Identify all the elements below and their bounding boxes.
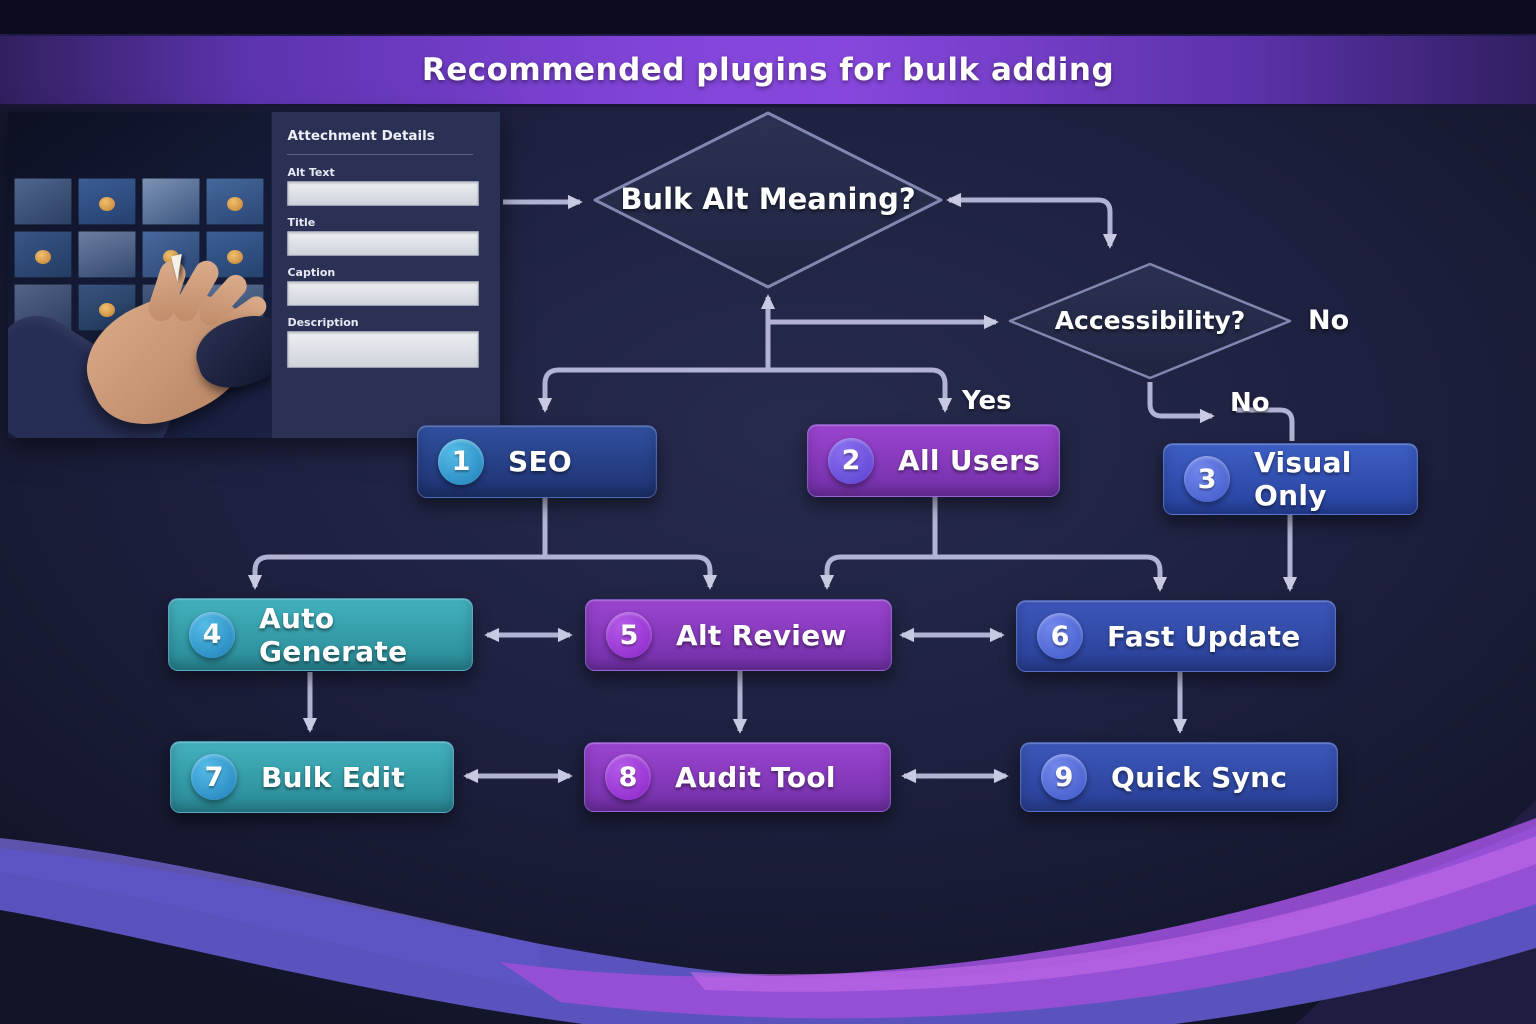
thumbnail [14, 231, 72, 278]
node-audit-tool-number: 8 [605, 754, 651, 800]
title-input[interactable] [287, 231, 480, 256]
node-auto-generate-number: 4 [189, 611, 235, 658]
node-auto-generate: 4 Auto Generate [168, 598, 473, 671]
header-banner: Recommended plugins for bulk adding [0, 34, 1536, 107]
node-bulk-edit-number: 7 [191, 754, 237, 800]
node-audit-tool-label: Audit Tool [675, 760, 836, 794]
title-label: Title [287, 216, 316, 229]
thumbnail [206, 178, 264, 225]
node-seo-number: 1 [438, 438, 484, 485]
decision-bulk-alt-label: Bulk Alt Meaning? [620, 182, 916, 216]
node-bulk-edit: 7 Bulk Edit [170, 741, 454, 813]
accessibility-no-label: No [1308, 305, 1350, 336]
alt-text-label: Alt Text [287, 166, 335, 179]
node-all-users-number: 2 [828, 437, 874, 484]
decision-accessibility-label: Accessibility? [1054, 306, 1246, 335]
node-seo-label: SEO [508, 445, 572, 478]
panel-title: Attechment Details [287, 128, 435, 144]
no-edge-label: No [1230, 388, 1270, 418]
thumbnail [78, 178, 136, 225]
media-grid-photo [8, 112, 272, 438]
node-all-users: 2 All Users [807, 424, 1060, 497]
node-auto-generate-label: Auto Generate [259, 601, 408, 668]
node-fast-update-number: 6 [1037, 613, 1083, 659]
node-alt-review-number: 5 [606, 612, 652, 658]
thumbnail [78, 231, 136, 278]
node-bulk-edit-label: Bulk Edit [261, 760, 406, 794]
caption-input[interactable] [287, 281, 480, 306]
alt-text-input[interactable] [287, 181, 480, 206]
top-strip [0, 0, 1536, 34]
node-fast-update-label: Fast Update [1107, 619, 1301, 653]
page-title: Recommended plugins for bulk adding [421, 52, 1115, 88]
node-quick-sync: 9 Quick Sync [1020, 742, 1338, 812]
description-label: Description [287, 316, 359, 329]
node-seo: 1 SEO [417, 425, 657, 498]
node-alt-review: 5 Alt Review [585, 599, 892, 671]
node-quick-sync-label: Quick Sync [1111, 760, 1288, 794]
node-visual-only: 3 Visual Only [1163, 443, 1418, 515]
decision-accessibility-shape [1008, 262, 1292, 380]
description-input[interactable] [287, 331, 480, 368]
node-fast-update: 6 Fast Update [1016, 600, 1336, 672]
node-visual-only-label: Visual Only [1254, 446, 1352, 512]
decision-bulk-alt-shape [593, 111, 943, 289]
media-library-inset: Attechment Details Alt Text Title Captio… [8, 112, 500, 438]
thumbnail [142, 178, 200, 225]
attachment-details-panel: Attechment Details Alt Text Title Captio… [271, 112, 500, 438]
node-visual-only-number: 3 [1184, 456, 1230, 502]
divider [287, 154, 474, 155]
node-quick-sync-number: 9 [1041, 754, 1087, 800]
yes-edge-label: Yes [962, 386, 1012, 416]
node-audit-tool: 8 Audit Tool [584, 742, 891, 812]
node-alt-review-label: Alt Review [676, 618, 847, 652]
node-all-users-label: All Users [898, 444, 1041, 477]
caption-label: Caption [287, 266, 336, 279]
thumbnail [14, 178, 72, 225]
